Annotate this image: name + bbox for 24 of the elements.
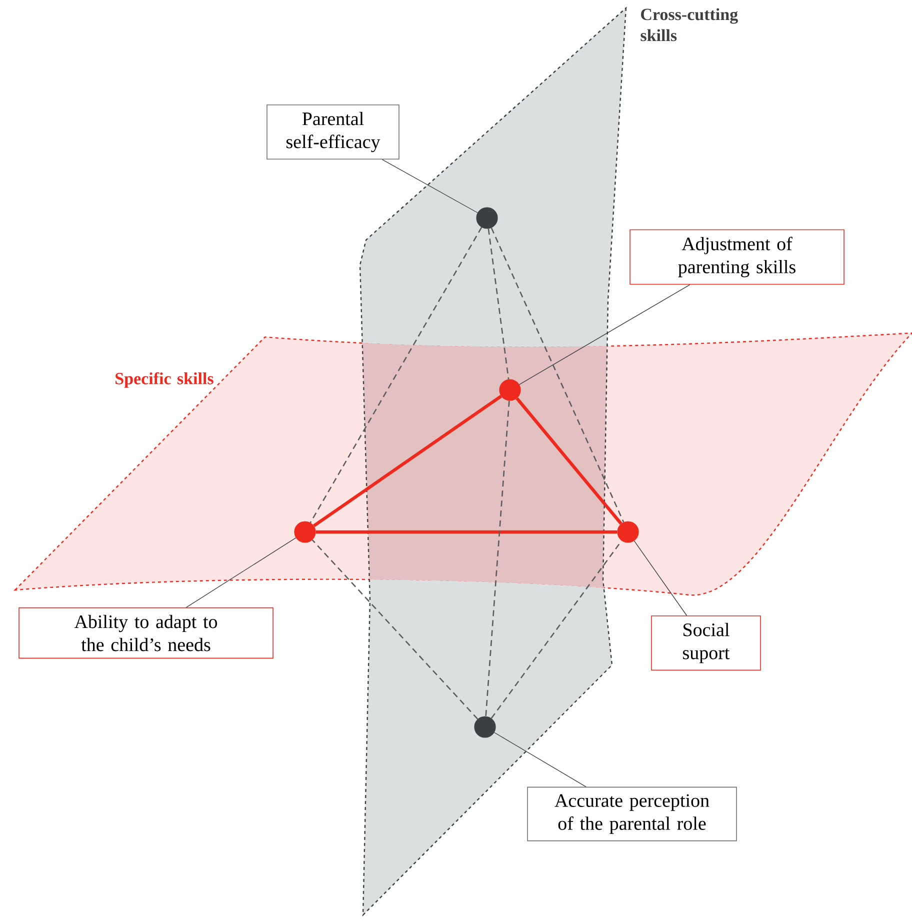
label-box: Parental self-efficacy (266, 104, 400, 160)
leader-line (382, 159, 478, 214)
dashed-line (490, 228, 624, 522)
dashed-line (488, 228, 510, 380)
triangle-side (316, 530, 618, 534)
label-box: Adjustment of parenting skills (630, 229, 844, 285)
label-box: Ability to adapt to the child’s needs (18, 607, 274, 659)
dashed-line (310, 227, 482, 523)
node-label: Cross-cutting skills (640, 8, 738, 42)
dashed-line (485, 400, 510, 716)
label-box: Accurate perception of the parental role (527, 786, 737, 842)
dot (617, 521, 639, 543)
leader-line (634, 540, 688, 616)
dot (476, 207, 498, 229)
dashed-line (312, 540, 478, 720)
leader-line (518, 284, 690, 385)
triangle-side (516, 397, 622, 525)
label-box: Social suport (651, 616, 761, 671)
leader-line (186, 537, 296, 608)
dot (499, 379, 521, 401)
dot (294, 521, 316, 543)
leader-line (494, 732, 586, 788)
triangle-side (312, 394, 502, 528)
dot (474, 716, 496, 738)
